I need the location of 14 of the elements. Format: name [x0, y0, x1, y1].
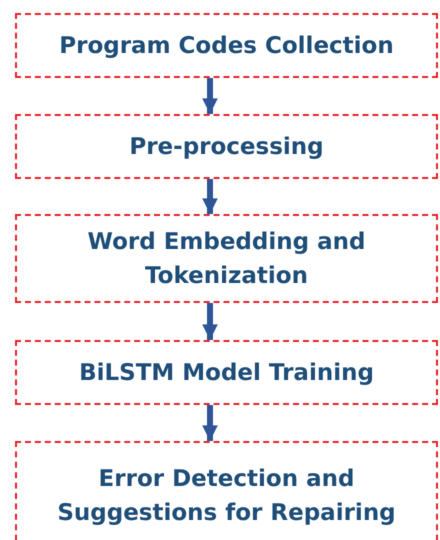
- process-box: [15, 441, 438, 540]
- process-box: [15, 214, 438, 303]
- arrow: [202, 179, 218, 214]
- step-label: Program Codes Collection: [59, 32, 394, 60]
- arrow: [202, 405, 218, 441]
- process-box: [15, 114, 438, 179]
- arrow: [202, 78, 218, 114]
- step-label: Error Detection and Suggestions for Repairing: [56, 465, 397, 528]
- arrow: [202, 303, 218, 340]
- process-box: [15, 340, 438, 405]
- step-label: BiLSTM Model Training: [79, 358, 374, 388]
- process-box: [15, 13, 438, 78]
- step-label: Pre-processing: [129, 132, 324, 162]
- step-label: Word Embedding and Tokenization: [86, 228, 366, 290]
